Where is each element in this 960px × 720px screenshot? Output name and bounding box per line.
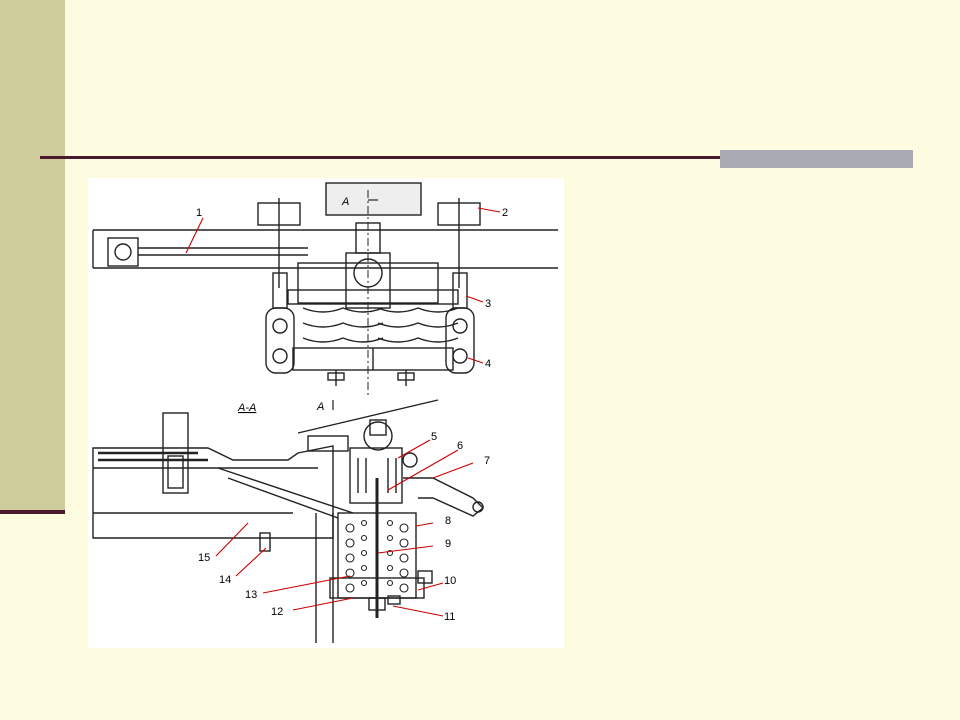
technical-drawing: 1 2 3 4 A A A-A 5 6 7 8 9 10 11 12 13 14… bbox=[92, 182, 558, 643]
leader-lines bbox=[185, 207, 501, 617]
label-13: 13 bbox=[245, 589, 257, 601]
title-accent-bar bbox=[720, 150, 913, 168]
section-view bbox=[92, 399, 485, 643]
label-11: 11 bbox=[444, 611, 455, 623]
label-14: 14 bbox=[219, 574, 231, 586]
label-12: 12 bbox=[271, 606, 283, 618]
left-sidebar bbox=[0, 0, 65, 512]
label-5: 5 bbox=[431, 431, 437, 443]
label-6: 6 bbox=[457, 440, 463, 452]
label-9: 9 bbox=[445, 538, 451, 550]
label-10: 10 bbox=[444, 575, 456, 587]
label-15: 15 bbox=[198, 552, 210, 564]
section-marker-bottom: A bbox=[316, 401, 324, 413]
label-8: 8 bbox=[445, 515, 451, 527]
label-2: 2 bbox=[502, 207, 508, 219]
label-3: 3 bbox=[485, 298, 491, 310]
label-1: 1 bbox=[196, 207, 202, 219]
section-marker-top: A bbox=[341, 196, 349, 208]
spring-suspension-drawing: 1 2 3 4 A A A-A 5 6 7 8 9 10 11 12 13 14… bbox=[88, 178, 564, 648]
title-rule bbox=[40, 156, 913, 159]
label-4: 4 bbox=[485, 358, 491, 370]
sidebar-underline bbox=[0, 510, 65, 514]
label-7: 7 bbox=[484, 455, 490, 467]
section-title: A-A bbox=[237, 402, 256, 414]
top-view bbox=[92, 182, 558, 410]
